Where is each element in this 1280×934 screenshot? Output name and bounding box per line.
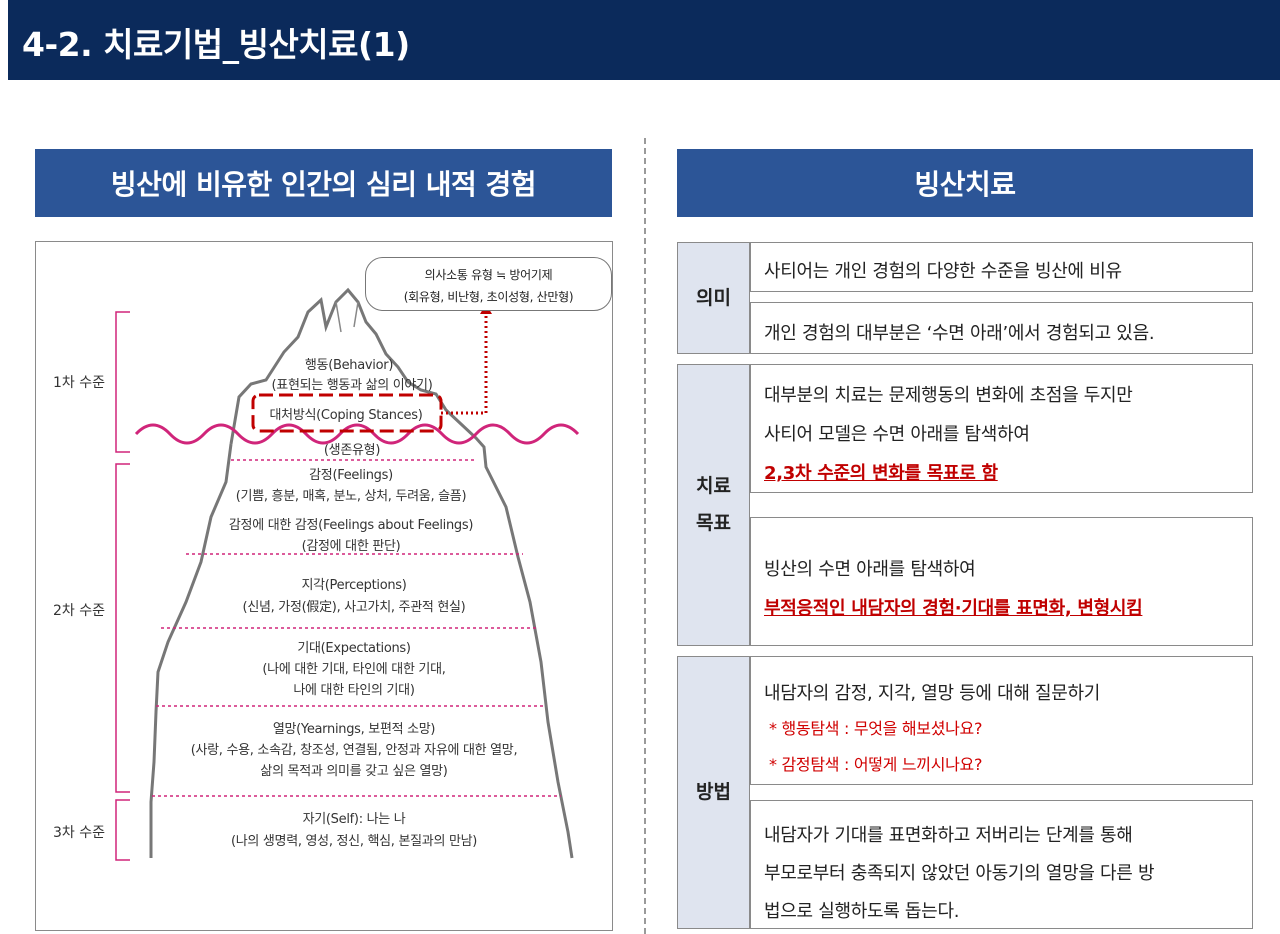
communication-bubble: 의사소통 유형 ≒ 방어기제 (회유형, 비난형, 초이성형, 산만형) [365,257,612,311]
expectations-desc-1: (나에 대한 기대, 타인에 대한 기대, [262,662,446,677]
iceberg-drawing [115,287,580,861]
feelings-desc: (기쁨, 흥분, 매혹, 분노, 상처, 두려움, 슬픔) [235,489,467,504]
expectations-title: 기대(Expectations) [297,641,411,656]
level-3-label: 3차 수준 [53,825,105,841]
goal-line-3-highlight: 2,3차 수준의 변화를 목표로 함 [764,463,998,484]
self-title: 자기(Self): 나는 나 [302,812,406,827]
iceberg-outline [229,287,574,859]
goal-label-2: 목표 [696,512,731,534]
method-line-1: 내담자의 감정, 지각, 열망 등에 대해 질문하기 [764,683,1101,704]
level-brackets [115,311,130,861]
water-wave [134,423,580,445]
method-label: 방법 [677,656,750,929]
behavior-title: 행동(Behavior) [304,358,394,373]
goal-line-1: 대부분의 치료는 문제행동의 변화에 초점을 두지만 [764,385,1133,406]
feelings-about-feelings: 감정에 대한 감정(Feelings about Feelings) [228,518,474,533]
behavior-desc: (표현되는 행동과 삶의 이야기) [271,378,433,393]
right-section-header: 빙산치료 [677,149,1253,217]
goal-line-5-highlight: 부적응적인 내담자의 경험·기대를 표면화, 변형시킴 [764,598,1143,619]
meaning-cell-2: 개인 경험의 대부분은 ‘수면 아래’에서 경험되고 있음. [750,302,1253,354]
yearnings-desc-2: 삶의 목적과 의미를 갖고 싶은 열망) [260,764,448,779]
survival-type: (생존유형) [323,443,381,458]
method-cell-2: 내담자가 기대를 표면화하고 저버리는 단계를 통해 부모로부터 충족되지 않았… [750,800,1253,929]
expectations-desc-2: 나에 대한 타인의 기대) [293,683,415,698]
page-title: 4-2. 치료기법_빙산치료(1) [22,25,410,64]
goal-label: 치료 목표 [677,364,750,646]
column-divider [644,138,646,934]
method-line-3: * 감정탐색 : 어떻게 느끼시나요? [769,755,983,774]
self-desc: (나의 생명력, 영성, 정신, 핵심, 본질과의 만남) [230,834,478,849]
yearnings-desc-1: (사랑, 수용, 소속감, 창조성, 연결됨, 안정과 자유에 대한 열망, [190,743,518,758]
feelings-title: 감정(Feelings) [309,468,393,483]
goal-line-2: 사티어 모델은 수면 아래를 탐색하여 [764,424,1030,445]
meaning-line-2: 개인 경험의 대부분은 ‘수면 아래’에서 경험되고 있음. [764,323,1155,344]
level-1-label: 1차 수준 [53,375,105,391]
level-2-label: 2차 수준 [53,603,105,619]
method-line-5: 부모로부터 충족되지 않았던 아동기의 열망을 다른 방 [764,863,1155,884]
method-line-4: 내담자가 기대를 표면화하고 저버리는 단계를 통해 [764,825,1133,846]
meaning-label: 의미 [677,242,750,354]
iceberg-figure: 의사소통 유형 ≒ 방어기제 (회유형, 비난형, 초이성형, 산만형) 1차 … [35,241,613,931]
coping-stances: 대처방식(Coping Stances) [269,408,423,423]
feelings-judgement: (감정에 대한 판단) [301,539,401,554]
method-line-6: 법으로 실행하도록 돕는다. [764,901,960,922]
goal-cell-1: 대부분의 치료는 문제행동의 변화에 초점을 두지만 사티어 모델은 수면 아래… [750,364,1253,493]
goal-label-1: 치료 [696,475,731,497]
perceptions-desc: (신념, 가정(假定), 사고가치, 주관적 현실) [242,600,466,615]
bubble-line-1: 의사소통 유형 ≒ 방어기제 [424,268,553,282]
perceptions-title: 지각(Perceptions) [301,578,407,593]
goal-line-4: 빙산의 수면 아래를 탐색하여 [764,559,976,580]
title-bar: 4-2. 치료기법_빙산치료(1) [8,0,1280,80]
meaning-line-1: 사티어는 개인 경험의 다양한 수준을 빙산에 비유 [764,261,1122,282]
yearnings-title: 열망(Yearnings, 보편적 소망) [272,722,436,737]
method-cell-1: 내담자의 감정, 지각, 열망 등에 대해 질문하기 * 행동탐색 : 무엇을 … [750,656,1253,785]
left-section-header: 빙산에 비유한 인간의 심리 내적 경험 [35,149,612,217]
goal-cell-2: 빙산의 수면 아래를 탐색하여 부적응적인 내담자의 경험·기대를 표면화, 변… [750,517,1253,646]
method-line-2: * 행동탐색 : 무엇을 해보셨나요? [769,719,983,738]
meaning-cell-1: 사티어는 개인 경험의 다양한 수준을 빙산에 비유 [750,242,1253,292]
bubble-line-2: (회유형, 비난형, 초이성형, 산만형) [403,290,574,304]
